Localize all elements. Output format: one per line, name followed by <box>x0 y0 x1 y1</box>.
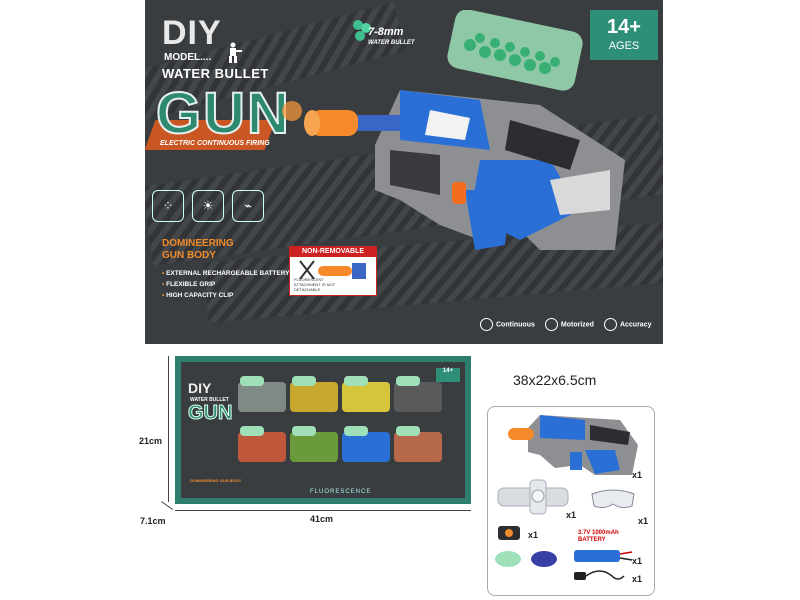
battery-label: 3.7V 1000mAh BATTERY <box>578 530 619 544</box>
cross-mark-icon <box>299 260 366 280</box>
title-diy: DIY <box>162 14 222 52</box>
dimension-line-height <box>168 356 169 502</box>
box-fluorescence-label: FLUORESCENCE <box>310 489 372 495</box>
box-width-label: 41cm <box>310 514 334 524</box>
non-removable-notice: NON-REMOVABLE FLUORESCENT ATTACHMENT IS … <box>289 246 377 296</box>
uv-light-icon: ☀ <box>192 190 224 222</box>
usb-icon: ⌁ <box>232 190 264 222</box>
age-number: 14+ <box>607 16 641 38</box>
spec-accuracy: Accuracy <box>603 318 651 331</box>
title-water-bullet: WATER BULLET <box>162 66 269 81</box>
gun-qty: x1 <box>632 470 643 480</box>
box-title-diy: DIY <box>188 380 212 396</box>
feature-icon-row: ⁘ ☀ ⌁ <box>152 190 264 222</box>
contents-gun-image <box>508 415 638 475</box>
charger-qty: x1 <box>632 574 643 584</box>
bullets-icon: ⁘ <box>152 190 184 222</box>
box-depth-label: 7.1cm <box>140 516 166 526</box>
box-title-gun: GUN <box>187 402 233 425</box>
charger-cable-image <box>574 570 625 580</box>
spec-continuous: Continuous <box>480 318 535 331</box>
scope-image <box>497 479 569 515</box>
box-feature-title: DOMINEERING GUN BODY <box>190 478 242 483</box>
motorized-icon <box>544 318 558 331</box>
feature-title: DOMINEERING GUN BODY <box>162 238 234 262</box>
accuracy-icon <box>603 318 617 331</box>
scope-qty: x1 <box>566 510 577 520</box>
dimension-line-width <box>175 510 471 511</box>
feature-title-line1: DOMINEERING <box>162 238 234 249</box>
box-gun-grid-image <box>238 376 442 462</box>
battery-spec: 3.7V 1000mAh <box>578 530 619 536</box>
age-label: AGES <box>608 40 640 52</box>
clip-qty: x1 <box>528 530 539 540</box>
title-model: MODEL.... <box>164 52 212 63</box>
product-size-label: 38x22x6.5cm <box>513 372 597 388</box>
battery-qty: x1 <box>632 556 643 566</box>
age-badge: 14+ AGES <box>590 10 658 60</box>
feature-item: FLEXIBLE GRIP <box>162 279 289 290</box>
water-beads-image <box>495 551 557 567</box>
soldier-icon <box>229 42 242 63</box>
water-gun-image <box>282 10 625 250</box>
title-gun: GUN <box>155 80 291 147</box>
clip-image <box>498 526 520 540</box>
water-bead-icon <box>353 20 371 41</box>
bullet-size-label: 7-8mm WATER BULLET <box>368 22 415 46</box>
non-removable-text: FLUORESCENT ATTACHMENT IS NOT DETACHABLE <box>294 277 336 292</box>
spec-icon-row: Continuous Motorized Accuracy <box>480 318 651 331</box>
bullet-size-sub: WATER BULLET <box>368 40 415 46</box>
subtitle-electric: ELECTRIC CONTINUOUS FIRING <box>160 140 270 147</box>
continuous-icon <box>480 318 493 331</box>
goggles-image <box>591 489 635 509</box>
feature-item: HIGH CAPACITY CLIP <box>162 290 289 301</box>
feature-item: EXTERNAL RECHARGEABLE BATTERY <box>162 268 289 279</box>
box-water-bullet: WATER BULLET <box>190 397 229 403</box>
battery-word: BATTERY <box>578 537 606 543</box>
bullet-size: 7-8mm <box>368 26 404 38</box>
feature-title-line2: GUN BODY <box>162 250 216 261</box>
box-age-badge: 14+ <box>436 368 460 382</box>
non-removable-title: NON-REMOVABLE <box>290 247 376 257</box>
goggles-qty: x1 <box>638 516 649 526</box>
box-height-label: 21cm <box>139 436 163 446</box>
feature-list: EXTERNAL RECHARGEABLE BATTERY FLEXIBLE G… <box>162 268 289 301</box>
battery-image <box>574 550 633 562</box>
dimension-line-depth <box>160 501 174 510</box>
spec-motorized: Motorized <box>544 318 594 331</box>
